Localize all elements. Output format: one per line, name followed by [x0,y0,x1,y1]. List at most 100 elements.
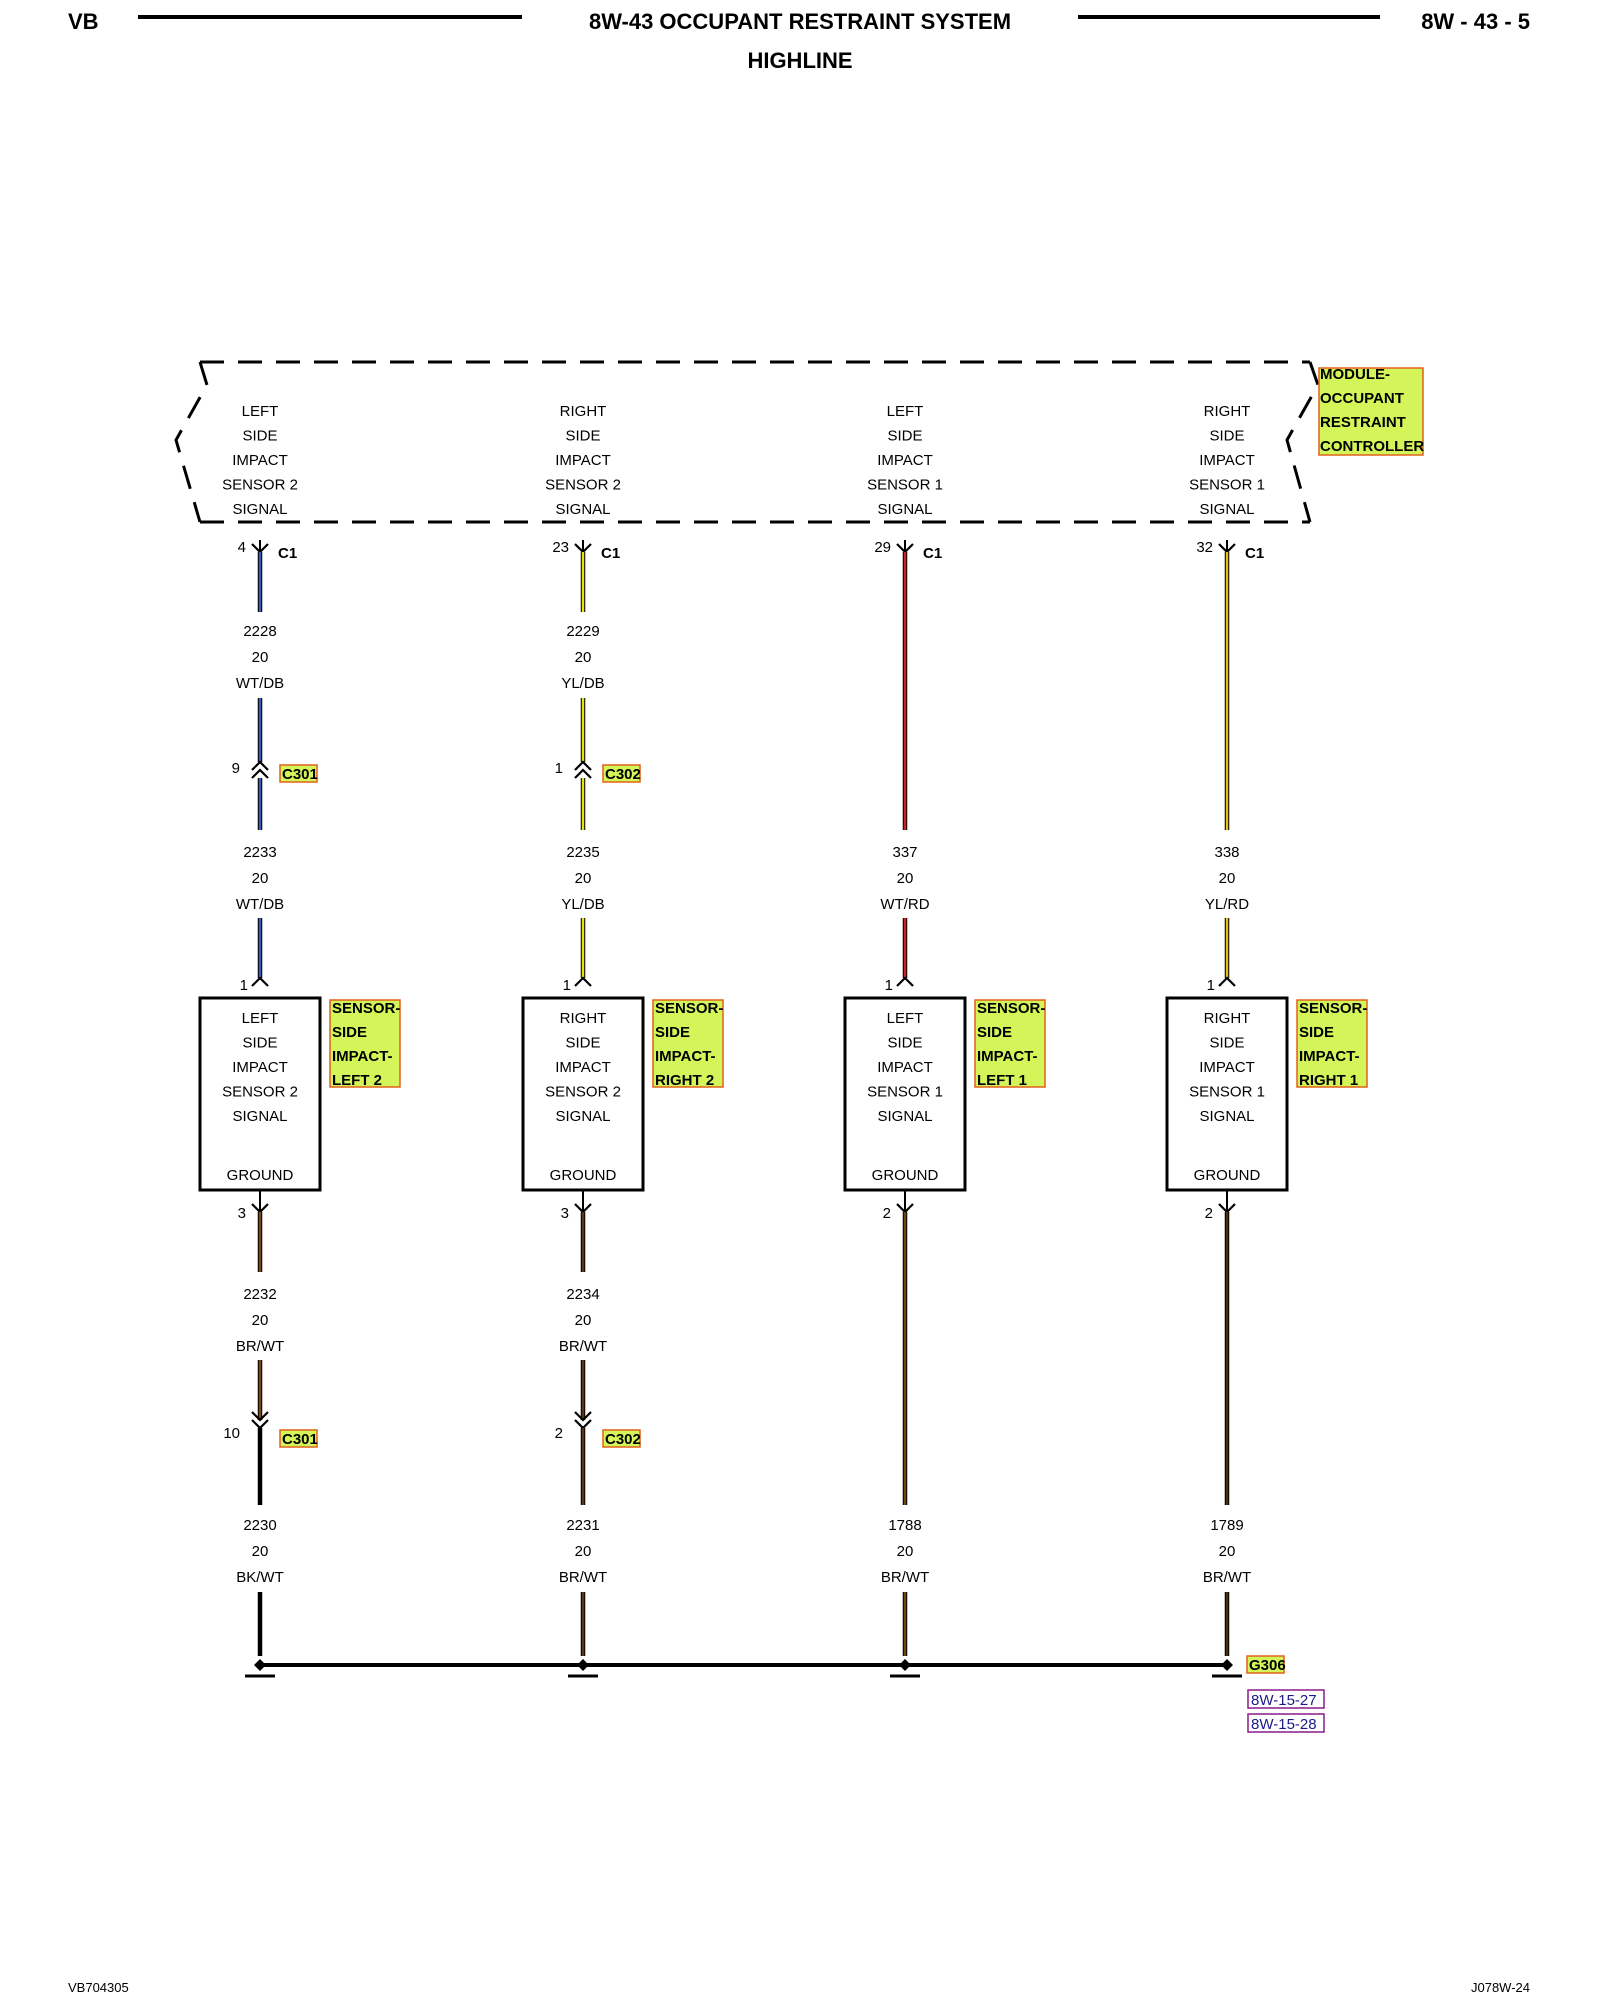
module-pin-label: IMPACT [1199,452,1255,469]
ground-tag: G306 [1249,1657,1286,1674]
ground-bus: G306 8W-15-27 8W-15-28 [260,1655,1325,1733]
wire-gauge: 20 [252,1312,269,1329]
sensor-pin-label: IMPACT [232,1059,288,1076]
wire-color-code: BR/WT [881,1569,929,1586]
wire-gauge: 20 [575,870,592,887]
sensor-box[interactable] [198,996,322,1192]
sensor-box[interactable] [1165,996,1289,1192]
ground-pin-number: 2 [1205,1205,1213,1222]
page-header: VB 8W-43 OCCUPANT RESTRAINT SYSTEM 8W - … [68,9,1530,73]
circuit-number: 2230 [243,1517,276,1534]
module-pin-label: SIDE [887,428,922,445]
module-pin-label: LEFT [887,403,924,420]
wire-color-code: WT/RD [880,896,929,913]
inline-pin-number: 10 [223,1425,240,1442]
wire-color-code: BR/WT [559,1569,607,1586]
sensor-connector-icon [251,976,269,987]
module-pin-label: SIDE [1209,428,1244,445]
module-pin-number: 29 [874,539,891,556]
module-connector-id: C1 [1245,545,1264,562]
inline-connector-id: C301 [282,766,318,783]
module-pin-label: SIGNAL [555,501,610,518]
module-pin-label: SENSOR 2 [222,477,298,494]
module-pin-label: SIGNAL [232,501,287,518]
inline-pin-number: 2 [555,1425,563,1442]
wire-gauge: 20 [897,1543,914,1560]
module-connector-id: C1 [278,545,297,562]
inline-connector-tag[interactable] [602,1429,641,1448]
sensor-tag-line: SIDE [977,1024,1012,1041]
module-connector-id: C1 [601,545,620,562]
wire-gauge: 20 [575,649,592,666]
module-pin-label: SIGNAL [877,501,932,518]
sensor-pin-label: SIDE [565,1035,600,1052]
ground-tag-box[interactable] [1246,1655,1285,1674]
ground-ref-link[interactable]: 8W-15-27 [1251,1692,1317,1709]
wire-color-code: BR/WT [236,1338,284,1355]
inline-connector-tag[interactable] [602,764,641,783]
module-pin-label: SENSOR 1 [867,477,943,494]
module-pin-label: RIGHT [1204,403,1251,420]
circuit-number: 1789 [1210,1517,1243,1534]
circuit-number: 2232 [243,1286,276,1303]
circuit-number: 1788 [888,1517,921,1534]
sensor-connector-icon [574,976,592,987]
sensor-ground-label: GROUND [872,1167,939,1184]
sensor-pin-label: RIGHT [560,1010,607,1027]
wire-color-code: YL/DB [561,896,604,913]
module-tag-line: MODULE- [1320,366,1390,383]
ground-ref-link[interactable]: 8W-15-28 [1251,1716,1317,1733]
circuit-number: 2235 [566,844,599,861]
wire-color-code: WT/DB [236,896,284,913]
module-tag[interactable]: MODULE- OCCUPANT RESTRAINT CONTROLLER [1318,366,1424,456]
sensor-tag-line: SIDE [655,1024,690,1041]
module-pin-label: SIDE [242,428,277,445]
inline-connector-id: C302 [605,1431,641,1448]
wire-gauge: 20 [897,870,914,887]
wire-color-code: YL/DB [561,675,604,692]
sensor-tag-line: SENSOR- [1299,1000,1367,1017]
sensor-connector-icon [896,976,914,987]
sensor-ground-label: GROUND [550,1167,617,1184]
ground-ref-box[interactable] [1247,1713,1325,1733]
module-pin-label: SENSOR 2 [545,477,621,494]
sensor-tag-line: LEFT 2 [332,1072,382,1089]
sensor-tag-line: SENSOR- [332,1000,400,1017]
module-pin-label: IMPACT [555,452,611,469]
inline-connector-tag[interactable] [279,764,318,783]
circuit-number: 2228 [243,623,276,640]
module-pin-number: 32 [1196,539,1213,556]
sensor-box[interactable] [843,996,967,1192]
ground-pin-number: 3 [238,1205,246,1222]
sensor-tag-line: SIDE [1299,1024,1334,1041]
sensor-pin-number: 1 [240,977,248,994]
footer-right: J078W-24 [1471,1980,1530,1995]
sensor-tag-line: IMPACT- [655,1048,716,1065]
inline-connector-icon [251,760,269,779]
sensor-tag-line: RIGHT 1 [1299,1072,1358,1089]
module-pin-number: 4 [238,539,246,556]
sensor-pin-label: RIGHT [1204,1010,1251,1027]
inline-connector-tag[interactable] [279,1429,318,1448]
wire-gauge: 20 [252,649,269,666]
ground-ref-box[interactable] [1247,1689,1325,1709]
sensor-box[interactable] [521,996,645,1192]
sensor-pin-label: SIDE [242,1035,277,1052]
module-outline [174,360,1320,524]
sensor-tag-line: RIGHT 2 [655,1072,714,1089]
sensor-pin-label: SENSOR 2 [222,1084,298,1101]
sensor-pin-label: LEFT [242,1010,279,1027]
module-tag-line: CONTROLLER [1320,438,1424,455]
module-pin-label: IMPACT [877,452,933,469]
